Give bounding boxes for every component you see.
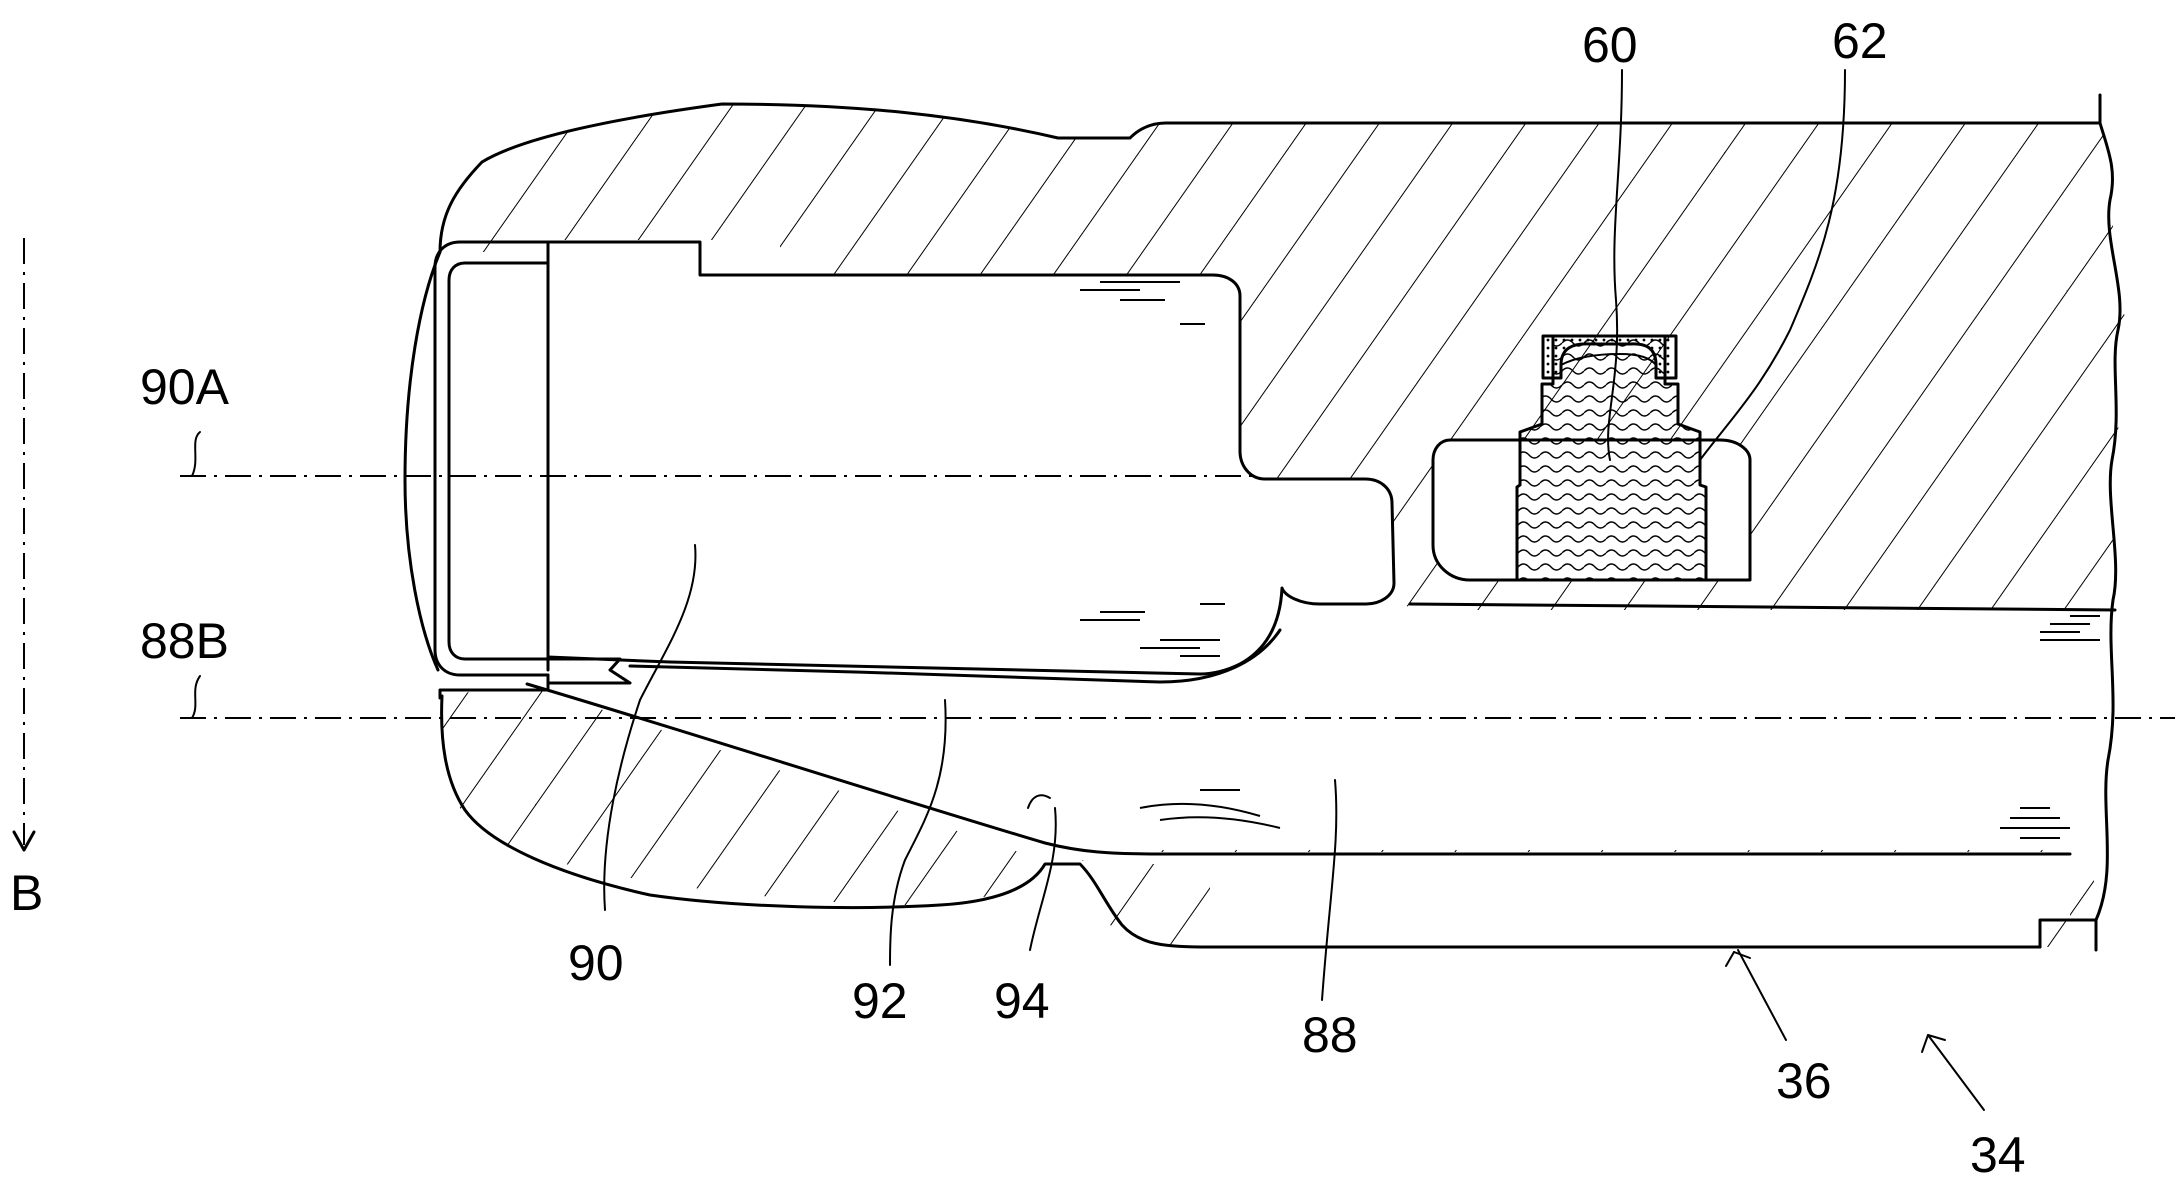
lower-step bbox=[2038, 918, 2097, 949]
label-60: 60 bbox=[1582, 17, 1638, 73]
label-88B: 88B bbox=[140, 613, 229, 669]
channel-92-lower bbox=[525, 682, 2072, 856]
label-36: 36 bbox=[1776, 1053, 1832, 1109]
surface-shading-marks bbox=[1080, 281, 2100, 839]
label-90A: 90A bbox=[140, 359, 230, 415]
label-34: 34 bbox=[1970, 1127, 2026, 1183]
cap-outer bbox=[433, 240, 550, 677]
channel-92-upper bbox=[628, 628, 1282, 684]
part-60-plug bbox=[1515, 334, 1708, 582]
label-94: 94 bbox=[994, 973, 1050, 1029]
label-88: 88 bbox=[1302, 1007, 1358, 1063]
surface-94-arc bbox=[1027, 794, 1051, 809]
part-60-cap-inner bbox=[1560, 352, 1657, 366]
cap-notch bbox=[546, 657, 632, 685]
lower-body-hatch bbox=[442, 684, 2095, 947]
inner-rim-lower bbox=[438, 673, 550, 700]
cap-inner bbox=[447, 261, 550, 661]
leader-lines bbox=[191, 69, 1985, 1111]
left-cap-outline bbox=[403, 250, 442, 672]
label-62: 62 bbox=[1832, 13, 1888, 69]
label-B: B bbox=[10, 865, 43, 921]
break-line-right bbox=[2094, 93, 2122, 952]
upper-body-hatch bbox=[444, 104, 2127, 610]
label-90: 90 bbox=[568, 935, 624, 991]
label-92: 92 bbox=[852, 973, 908, 1029]
passage-88-top bbox=[1408, 602, 2117, 612]
housing-lower-outline bbox=[440, 694, 2042, 949]
section-arrow-B bbox=[12, 830, 36, 852]
housing-upper-outline bbox=[438, 102, 2102, 254]
